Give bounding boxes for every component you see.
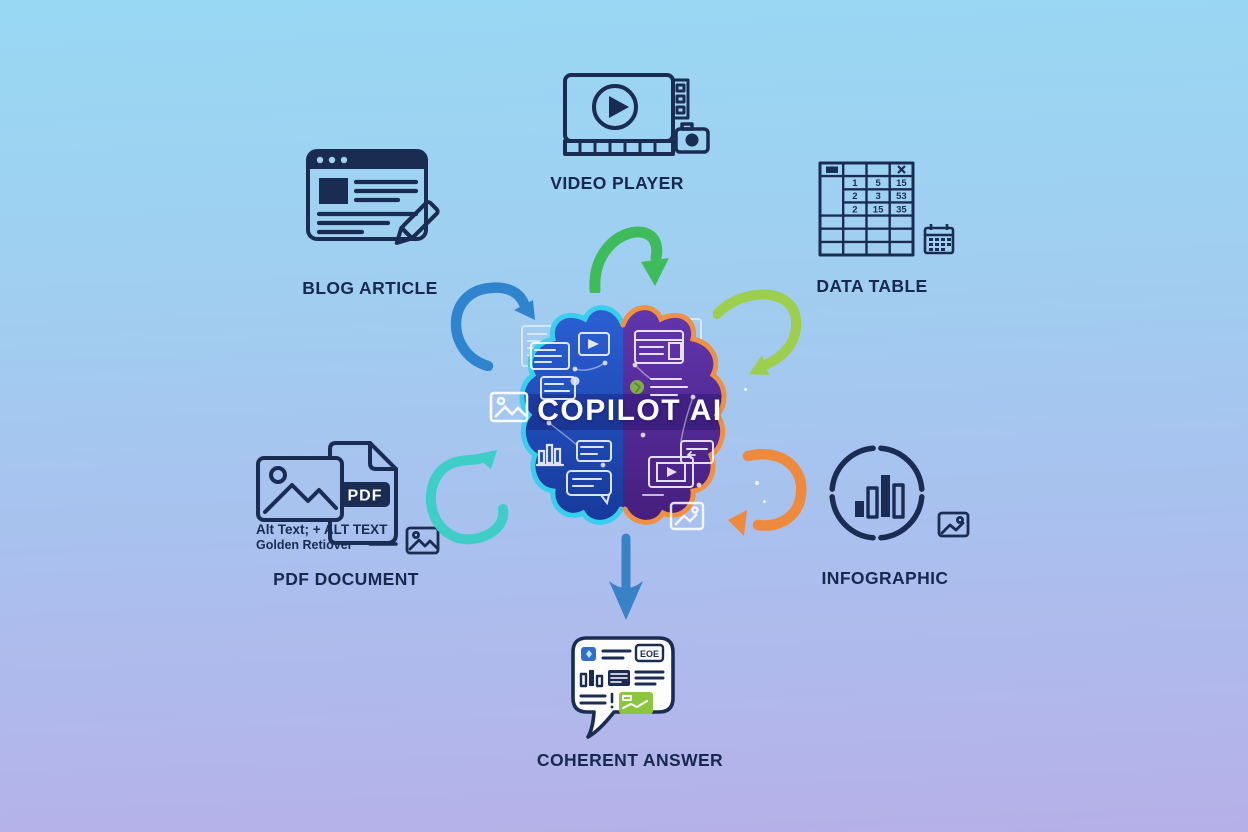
alt-text-lines: Alt Text; + ALT TEXT Golden Retiover [256,522,388,552]
svg-text:53: 53 [896,191,907,202]
code-badge [634,643,665,663]
pdf-document-label: PDF DOCUMENT [273,569,419,589]
bubble-content: EOE [579,643,665,714]
data-table-label: DATA TABLE [816,276,928,296]
segmented-circle [829,445,925,541]
brain-right-outline [620,305,727,525]
header-x-glyph [897,165,906,174]
calendar-icon [923,224,955,255]
infographic-label: INFOGRAPHIC [821,568,949,588]
arrow-pdf-to-brain [426,450,509,545]
svg-text:2: 2 [852,191,857,202]
brain-right-interior-icons [630,330,714,496]
green-image-chip [619,692,653,714]
coherent-answer-label: COHERENT ANSWER [536,750,724,770]
svg-text:3: 3 [875,191,880,202]
code-badge-text: EOE [640,649,659,659]
browser-titlebar [308,151,426,169]
pdf-badge-text: PDF [348,488,383,505]
floating-image-icon-left [489,391,529,423]
infographic-icon [829,445,970,541]
camera-icon [674,122,710,154]
brain-left-outline [519,305,626,525]
arrow-blog-to-brain [450,282,535,371]
floating-image-icon-right [669,501,705,531]
image-frame [256,456,344,522]
svg-text:1: 1 [852,178,858,189]
brain-left-interior-icons [530,332,612,506]
film-strip-dividers [578,139,657,156]
film-tab [671,78,690,120]
svg-text:2: 2 [852,204,857,215]
small-image-icon [937,511,970,538]
article-text-lines [316,179,419,235]
pencil-icon [394,200,440,245]
speech-bubble [571,636,675,739]
exclamation-glyph [610,692,614,709]
data-table-icon: 1 5 15 2 3 53 2 15 35 [818,161,955,257]
small-image-icon [405,526,440,555]
sparkle [763,500,766,503]
play-triangle-icon [609,96,629,118]
svg-text:5: 5 [875,178,881,189]
video-player-label: VIDEO PLAYER [550,173,684,193]
pdf-badge [340,482,390,507]
sparkle [744,388,747,391]
header-glyph [826,166,838,173]
blog-article-label: BLOG ARTICLE [302,278,438,298]
video-player-icon [563,73,710,156]
sparkle [755,481,759,485]
film-strip-row [563,139,675,156]
svg-text:35: 35 [896,204,907,215]
svg-text:Alt Text; + ALT TEXT: Alt Text; + ALT TEXT [256,522,388,537]
article-image-thumb [319,178,348,204]
copilot-brain [489,305,727,531]
arrow-infographic-to-brain [728,449,807,536]
table-gridlines [820,163,913,255]
arrow-table-to-brain [713,289,802,375]
svg-text:Golden Retiover: Golden Retiover [256,538,353,552]
bar-chart-icon [855,475,905,519]
play-circle [592,84,638,130]
svg-text:15: 15 [873,204,884,215]
blog-article-icon [306,149,440,245]
arrow-video-to-brain [589,226,669,293]
copilot-ai-title: COPILOT AI [537,394,723,427]
titlebar-dots [316,156,348,164]
document-sheet [328,441,398,545]
pdf-document-icon: PDF Alt Text; + ALT TEXT Golden Retiover [256,441,440,555]
svg-text:15: 15 [896,178,907,189]
coherent-answer-icon: EOE [571,636,675,739]
table-numbers: 1 5 15 2 3 53 2 15 35 [852,178,907,215]
mini-bars-icon [579,670,604,688]
arrow-brain-to-answer [609,533,643,620]
